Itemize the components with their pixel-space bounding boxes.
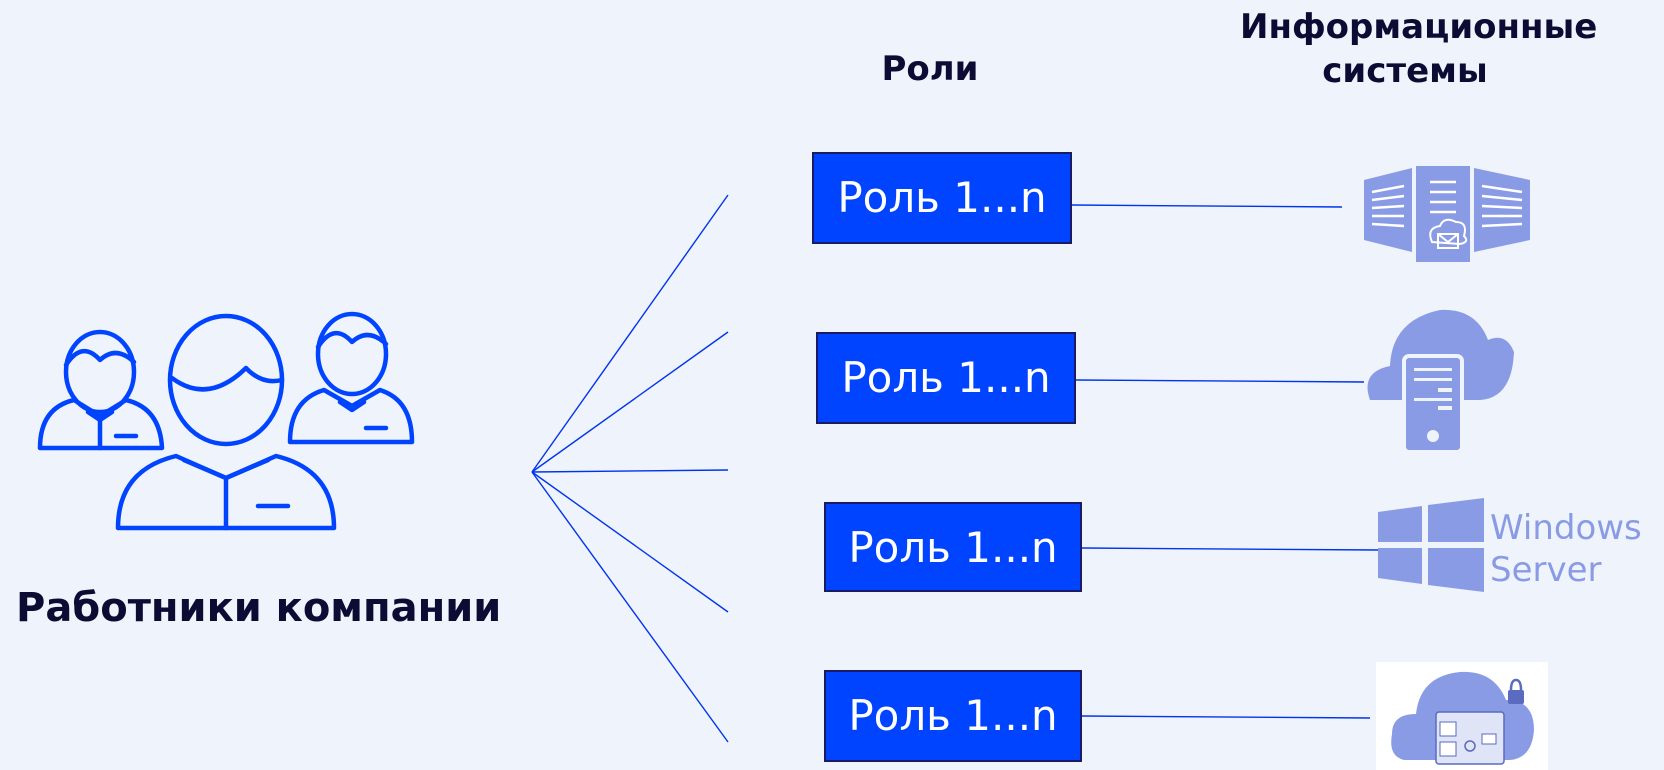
fan-line-4: [531, 471, 729, 613]
systems-heading-line2: системы: [1322, 51, 1488, 91]
role-link-4: [1081, 715, 1371, 719]
fan-line-1: [531, 194, 729, 473]
windows-server-text-line2: Server: [1490, 550, 1602, 590]
roles-heading: Роли: [881, 49, 979, 89]
role-box-3[interactable]: Роль 1...n: [824, 502, 1082, 592]
fan-line-5: [531, 471, 729, 743]
employees-label: Работники компании: [16, 585, 502, 631]
role-box-1[interactable]: Роль 1...n: [812, 152, 1072, 244]
role-link-1: [1071, 204, 1343, 208]
windows-server-text-line1: Windows: [1490, 508, 1642, 548]
role-box-2[interactable]: Роль 1...n: [816, 332, 1076, 424]
systems-heading-line1: Информационные: [1240, 7, 1598, 47]
fan-line-2: [531, 331, 729, 473]
fan-line-3: [531, 469, 729, 473]
role-box-4[interactable]: Роль 1...n: [824, 670, 1082, 762]
role-link-2: [1075, 379, 1365, 383]
role-link-3: [1081, 547, 1379, 551]
